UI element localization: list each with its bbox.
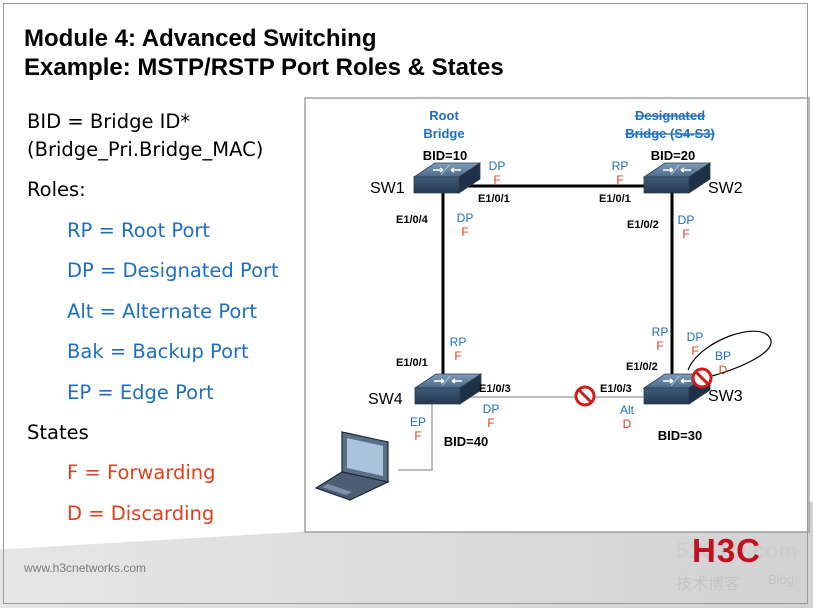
sw1-name: SW1 — [370, 180, 405, 197]
sw2-port-e102: E1/0/2 — [627, 219, 659, 231]
h3c-logo: H3C — [692, 532, 762, 569]
sw1-e104-state: F — [461, 225, 468, 239]
bid-format: (Bridge_Pri.Bridge_MAC) — [27, 138, 264, 161]
sw3-loop-bp-state: D — [719, 363, 728, 377]
role-ep: EP = Edge Port — [67, 381, 214, 404]
sw3-port-e102: E1/0/2 — [626, 361, 658, 373]
sw4-bid: BID=40 — [444, 434, 488, 449]
sw4-edge-state: F — [414, 429, 421, 443]
no-entry-icon — [574, 385, 596, 407]
sw3-e102-state: F — [656, 339, 663, 353]
state-discarding: D = Discarding — [67, 502, 215, 525]
title-line-1: Module 4: Advanced Switching — [24, 25, 377, 52]
sw2-e102-role: DP — [678, 213, 695, 227]
sw1-e104-role: DP — [457, 211, 474, 225]
sw1-port-e104: E1/0/4 — [396, 214, 429, 226]
sw3-loop-dp-role: DP — [687, 330, 704, 344]
root-bridge-label-2: Bridge — [423, 126, 464, 141]
link-sw4-laptop — [398, 402, 433, 471]
sw4-port-e103: E1/0/3 — [479, 383, 511, 395]
roles-heading: Roles: — [27, 178, 86, 201]
slide-border — [3, 3, 808, 604]
sw1-e101-role: DP — [489, 159, 506, 173]
sw3-loop-bp-role: BP — [715, 349, 731, 363]
sw4-edge-role: EP — [410, 415, 426, 429]
designated-bridge-label-1: Designated — [635, 108, 705, 123]
sw3-port-e103: E1/0/3 — [600, 383, 632, 395]
sw2-bid: BID=20 — [651, 148, 695, 163]
role-alt: Alt = Alternate Port — [67, 300, 258, 323]
sw2-e101-state: F — [616, 173, 623, 187]
state-forwarding: F = Forwarding — [67, 461, 216, 484]
bid-definition: BID = Bridge ID* — [27, 110, 191, 133]
role-rp: RP = Root Port — [67, 219, 211, 242]
title-line-2: Example: MSTP/RSTP Port Roles & States — [24, 54, 504, 81]
watermark-cn: 技术博客 — [676, 576, 741, 593]
sw4-e103-role: DP — [483, 402, 500, 416]
sw2-name: SW2 — [708, 180, 743, 197]
watermark-site: 51CTO.com — [676, 538, 798, 563]
root-bridge-label-1: Root — [429, 108, 459, 123]
sw1-bid: BID=10 — [423, 148, 467, 163]
states-heading: States — [27, 421, 89, 444]
sw2-port-e101: E1/0/1 — [599, 193, 631, 205]
sw1-port-e101: E1/0/1 — [478, 193, 510, 205]
sw2-e101-role: RP — [612, 159, 629, 173]
sw4-name: SW4 — [368, 391, 403, 408]
diagram-frame — [304, 97, 810, 533]
sw2-e102-state: F — [682, 227, 689, 241]
sw3-loop-dp-state: F — [691, 344, 698, 358]
sw3-bid: BID=30 — [658, 428, 702, 443]
sw3-loop-link — [687, 330, 772, 377]
sw3-e103-state: D — [623, 417, 632, 431]
sw3-name: SW3 — [708, 388, 743, 405]
slide-title: Module 4: Advanced Switching Example: MS… — [24, 24, 504, 82]
sw4-port-e101: E1/0/1 — [396, 357, 428, 369]
no-entry-icon — [691, 367, 713, 389]
sw3-e102-role: RP — [652, 325, 669, 339]
designated-bridge-label-2: Bridge (S4-S3) — [625, 126, 715, 141]
role-dp: DP = Designated Port — [67, 259, 279, 282]
watermark-blog: Blog — [768, 572, 795, 587]
sw3-e103-role: Alt — [620, 403, 635, 417]
sw4-e101-state: F — [454, 349, 461, 363]
sw1-e101-state: F — [493, 173, 500, 187]
footer-url[interactable]: www.h3cnetworks.com — [24, 561, 147, 575]
sw4-e103-state: F — [487, 416, 494, 430]
sw4-e101-role: RP — [450, 335, 467, 349]
laptop-icon — [314, 431, 390, 501]
role-bak: Bak = Backup Port — [67, 340, 249, 363]
